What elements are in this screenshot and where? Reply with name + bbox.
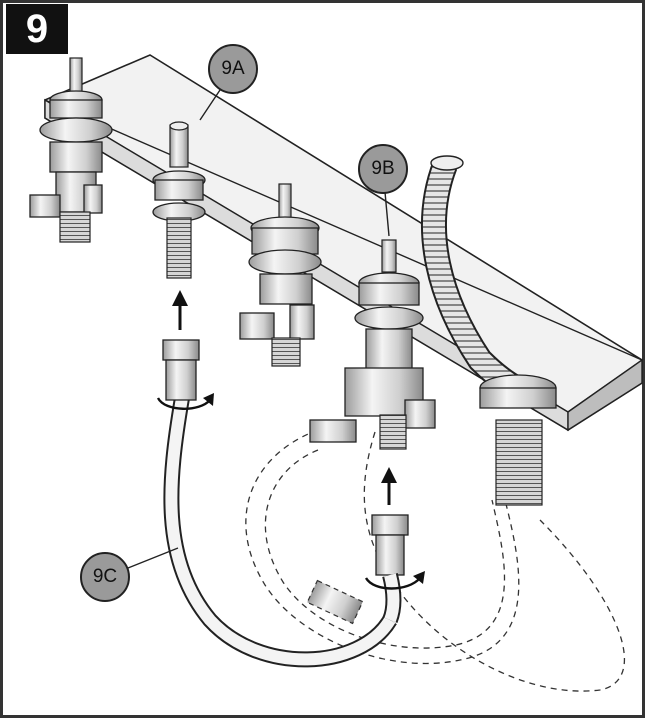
step-number-badge: 9 bbox=[6, 4, 68, 54]
supply-hose-icon bbox=[162, 339, 409, 668]
supply-hose-icon bbox=[421, 155, 557, 506]
hand-valve-icon bbox=[239, 183, 322, 367]
spout-shank-icon bbox=[152, 121, 206, 279]
mounting-deck bbox=[44, 54, 644, 432]
rotate-arrow-icon bbox=[156, 393, 214, 410]
rotate-arrow-icon bbox=[364, 571, 425, 590]
callout-9b: 9B bbox=[358, 144, 408, 194]
leader-9b bbox=[384, 191, 390, 237]
leader-9c bbox=[127, 547, 179, 569]
leader-9a bbox=[199, 89, 221, 121]
hand-valve-icon bbox=[29, 57, 113, 243]
up-arrow-icon bbox=[172, 290, 188, 330]
callout-9a: 9A bbox=[208, 44, 258, 94]
up-arrow-icon bbox=[381, 467, 397, 505]
callout-9c: 9C bbox=[80, 552, 130, 602]
diverter-valve-icon bbox=[309, 239, 436, 450]
